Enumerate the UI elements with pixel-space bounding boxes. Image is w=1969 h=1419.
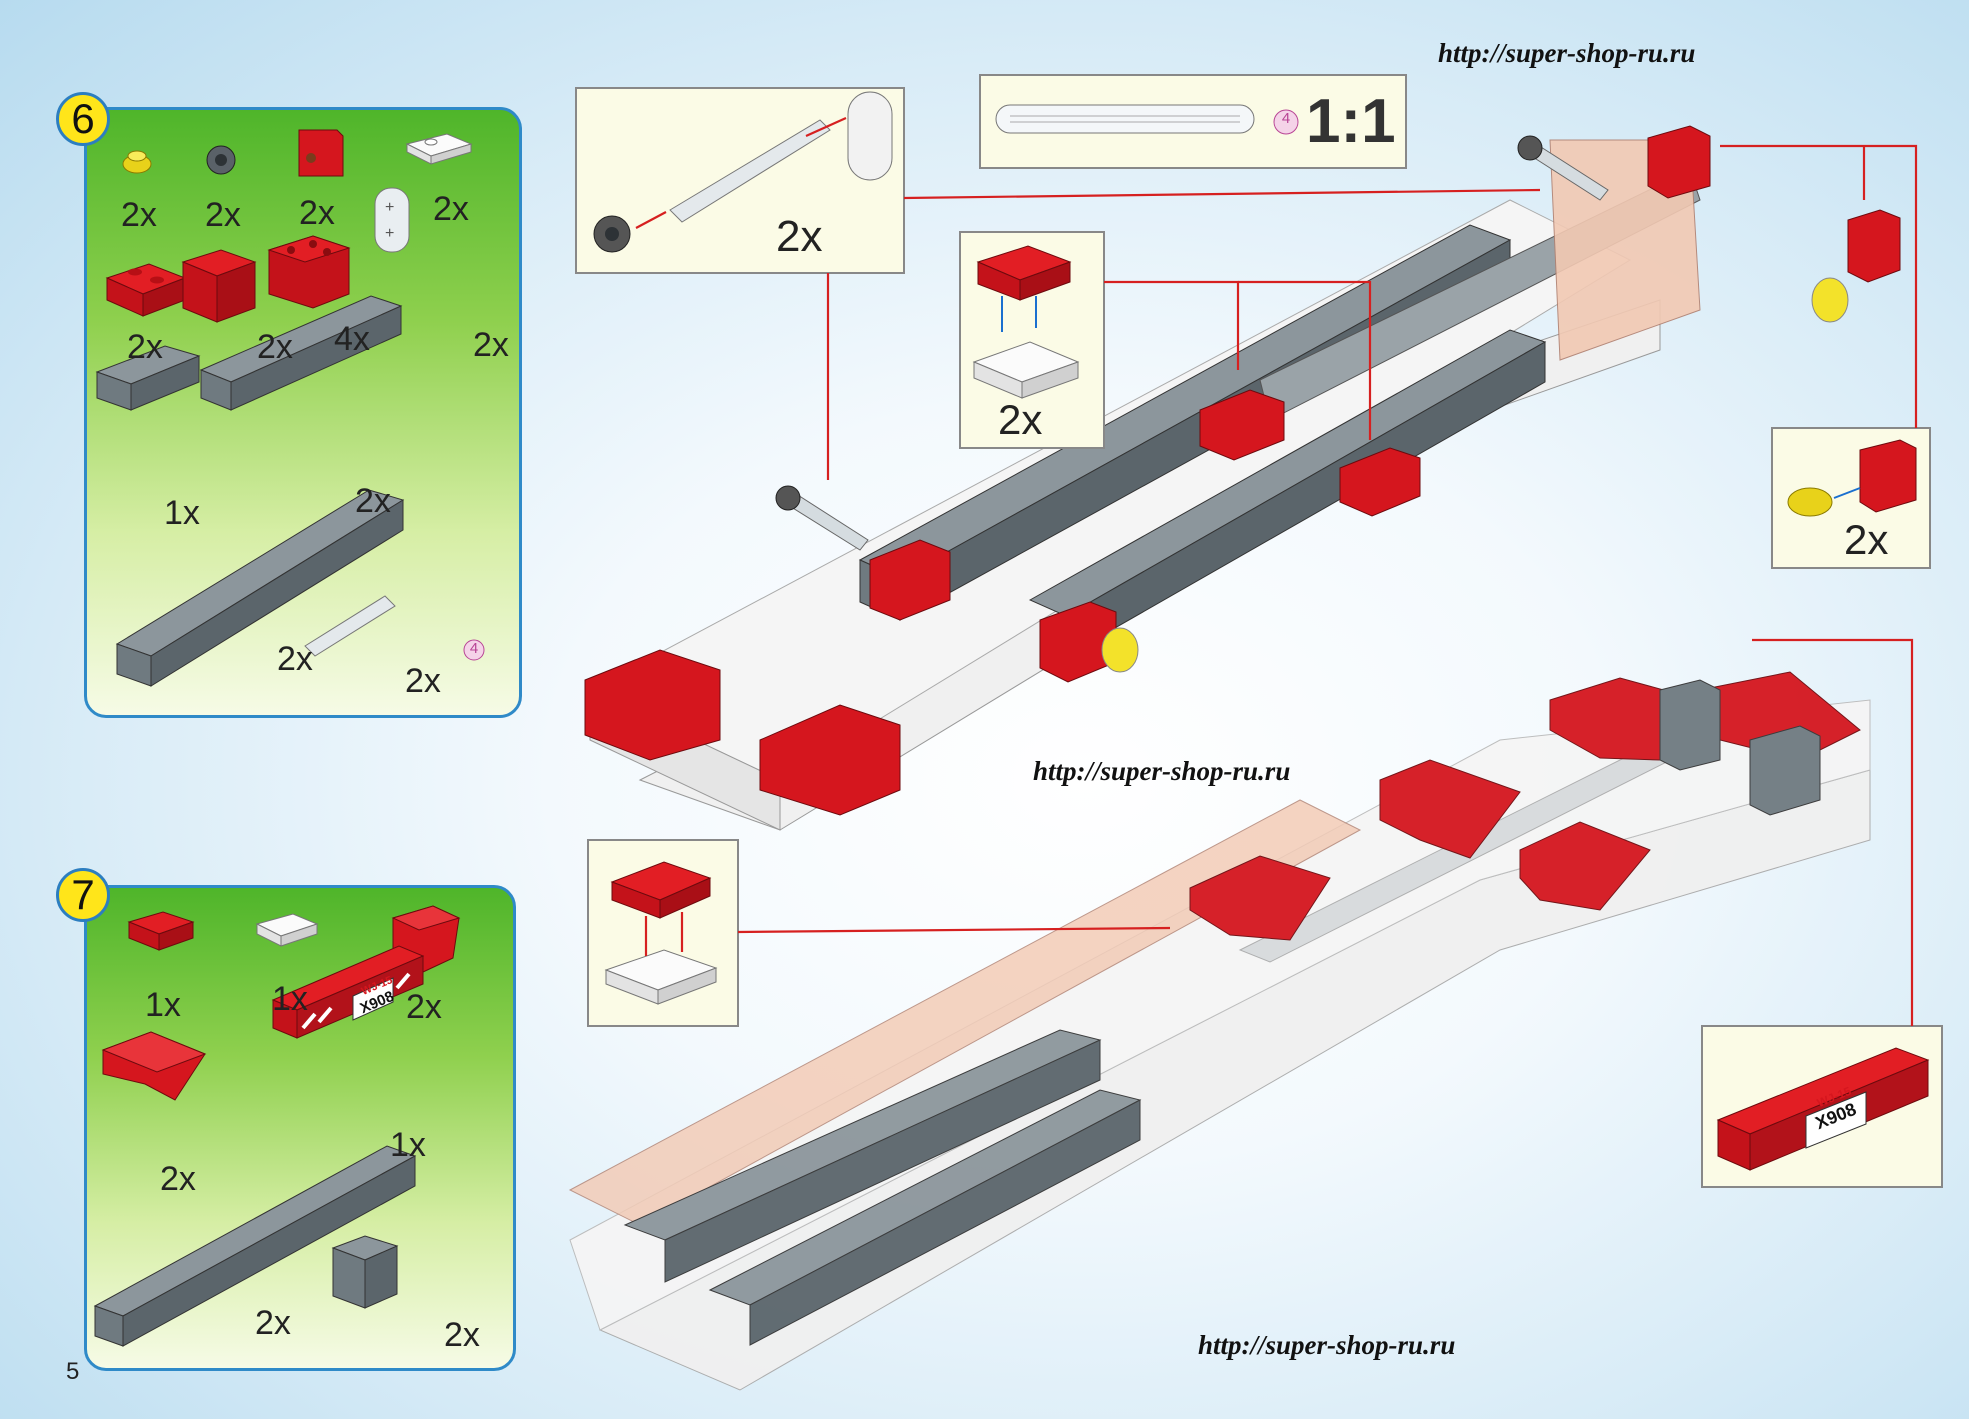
part-count: 2x <box>160 1160 196 1198</box>
part-count: 1x <box>164 494 200 532</box>
part-count: 2x <box>473 326 509 364</box>
part-count: 2x <box>277 640 313 678</box>
part-count: 2x <box>205 196 241 234</box>
part-count: 2x <box>406 988 442 1026</box>
part-count: 4x <box>334 320 370 358</box>
part-count: 2x <box>299 194 335 232</box>
part-count: 2x <box>257 328 293 366</box>
red-plate-icon <box>105 263 187 317</box>
callout-plate-on-jumper <box>959 231 1105 449</box>
gray-brick-1x16-icon <box>93 1145 417 1347</box>
callout-printed-brick <box>1701 1025 1943 1188</box>
step6-parts-drawing: ++ <box>95 129 485 687</box>
step6-parts-panel: ++ 2x 2x 2x 2x 2x 2x 4x 2x 1x 2x 2x <box>84 107 522 718</box>
white-jumper-plate-icon <box>405 133 473 165</box>
yellow-round-plate-icon <box>122 150 152 174</box>
watermark-url: http://super-shop-ru.ru <box>1033 756 1291 786</box>
assembly-arrows <box>737 144 1918 1026</box>
page-number: 5 <box>66 1358 80 1385</box>
axle-length-badge <box>463 639 485 661</box>
scale-label: 1:1 <box>1306 87 1396 156</box>
part-count: 2x <box>127 328 163 366</box>
part-count: 1x <box>272 980 308 1018</box>
gray-brick-1x4-icon <box>95 345 201 411</box>
red-brick-icon <box>181 249 257 323</box>
gray-bushing-icon <box>206 145 236 175</box>
part-count: 2x <box>121 196 157 234</box>
part-count: 2x <box>405 662 441 700</box>
callout-count: 2x <box>998 396 1043 443</box>
gray-brick-2x2-icon <box>331 1235 399 1309</box>
axle-icon <box>304 595 396 657</box>
scale-length-mark: 4 <box>1281 110 1291 127</box>
callout-pin-on-brick <box>1771 427 1931 569</box>
red-slope-plate-icon <box>101 1031 207 1101</box>
svg-text:+: + <box>385 199 394 216</box>
watermark-url: http://super-shop-ru.ru <box>1438 38 1696 68</box>
part-count: 1x <box>145 986 181 1024</box>
callout-count: 2x <box>1844 516 1889 563</box>
white-axle-connector-icon: ++ <box>374 187 410 253</box>
step-number-7: 7 <box>56 868 110 922</box>
part-count: 2x <box>355 482 391 520</box>
axle-length-mark: 4 <box>469 640 479 657</box>
red-brick-with-hole-icon <box>298 129 344 177</box>
red-plate-icon <box>127 911 195 951</box>
white-jumper-plate-icon <box>255 913 319 947</box>
step-number-6: 6 <box>56 92 110 146</box>
gray-brick-1x16-icon <box>115 489 405 687</box>
part-count: 2x <box>433 190 469 228</box>
red-printed-brick-icon <box>271 945 425 1039</box>
svg-text:+: + <box>385 225 394 242</box>
lower-chassis-model <box>568 671 1871 1391</box>
callout-axle-assembly <box>575 87 905 274</box>
red-corner-brick-icon <box>267 235 351 309</box>
callout-scale-reference <box>979 74 1407 169</box>
gray-brick-1x12-icon <box>199 295 403 411</box>
part-count: 2x <box>255 1304 291 1342</box>
watermark-url: http://super-shop-ru.ru <box>1198 1330 1456 1360</box>
part-count: 1x <box>390 1126 426 1164</box>
callout-count: 2x <box>776 212 823 261</box>
step7-parts-drawing <box>93 905 461 1347</box>
part-count: 2x <box>444 1316 480 1354</box>
step7-parts-panel: WJ-15 X908 1x 1x 2x 2x 1x 2x 2x <box>84 885 516 1371</box>
callout-plate-on-jumper-step7 <box>587 839 739 1027</box>
